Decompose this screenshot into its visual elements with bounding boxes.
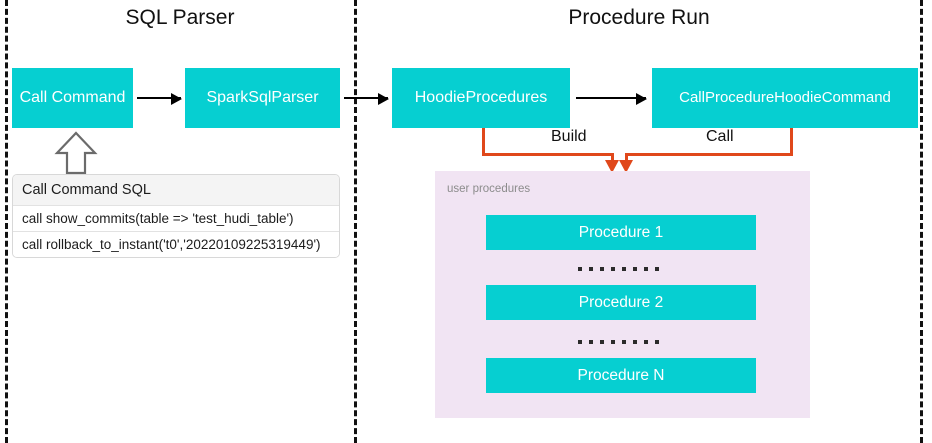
connector-build-horizontal [482,153,614,156]
section-title-procedure-run: Procedure Run [568,6,710,29]
arrow-hoodie-procedures-to-call-procedure-hoodie-command [576,93,647,105]
node-spark-sql-parser[interactable]: SparkSqlParser [185,68,340,128]
connector-build-arrowhead [605,160,619,173]
procedure-item[interactable]: Procedure 2 [486,285,756,320]
node-hoodie-procedures[interactable]: HoodieProcedures [392,68,570,128]
sql-table-row: call show_commits(table => 'test_hudi_ta… [13,206,339,232]
divider-right [920,0,923,443]
node-call-procedure-hoodie-command[interactable]: CallProcedureHoodieCommand [652,68,918,128]
sql-table-header: Call Command SQL [13,175,339,206]
arrow-call-command-to-spark-sql-parser [137,93,182,105]
connector-call-horizontal [625,153,793,156]
sql-table-row: call rollback_to_instant('t0','202201092… [13,232,339,257]
connector-build-vertical-left [482,128,485,156]
call-command-sql-table: Call Command SQL call show_commits(table… [12,174,340,258]
connector-call-arrowhead [619,160,633,173]
divider-middle [354,0,357,443]
divider-left [5,0,8,443]
procedure-item[interactable]: Procedure N [486,358,756,393]
edge-label-call: Call [700,128,740,146]
node-call-command[interactable]: Call Command [12,68,133,128]
edge-label-build: Build [545,128,593,146]
connector-call-vertical-right [790,128,793,156]
procedure-separator-dots [578,267,659,271]
arrow-spark-sql-parser-to-hoodie-procedures [344,93,389,105]
arrow-up-from-sql-table [54,131,98,180]
user-procedures-label: user procedures [447,183,531,195]
procedure-item[interactable]: Procedure 1 [486,215,756,250]
procedure-separator-dots [578,340,659,344]
section-title-sql-parser: SQL Parser [125,6,235,29]
